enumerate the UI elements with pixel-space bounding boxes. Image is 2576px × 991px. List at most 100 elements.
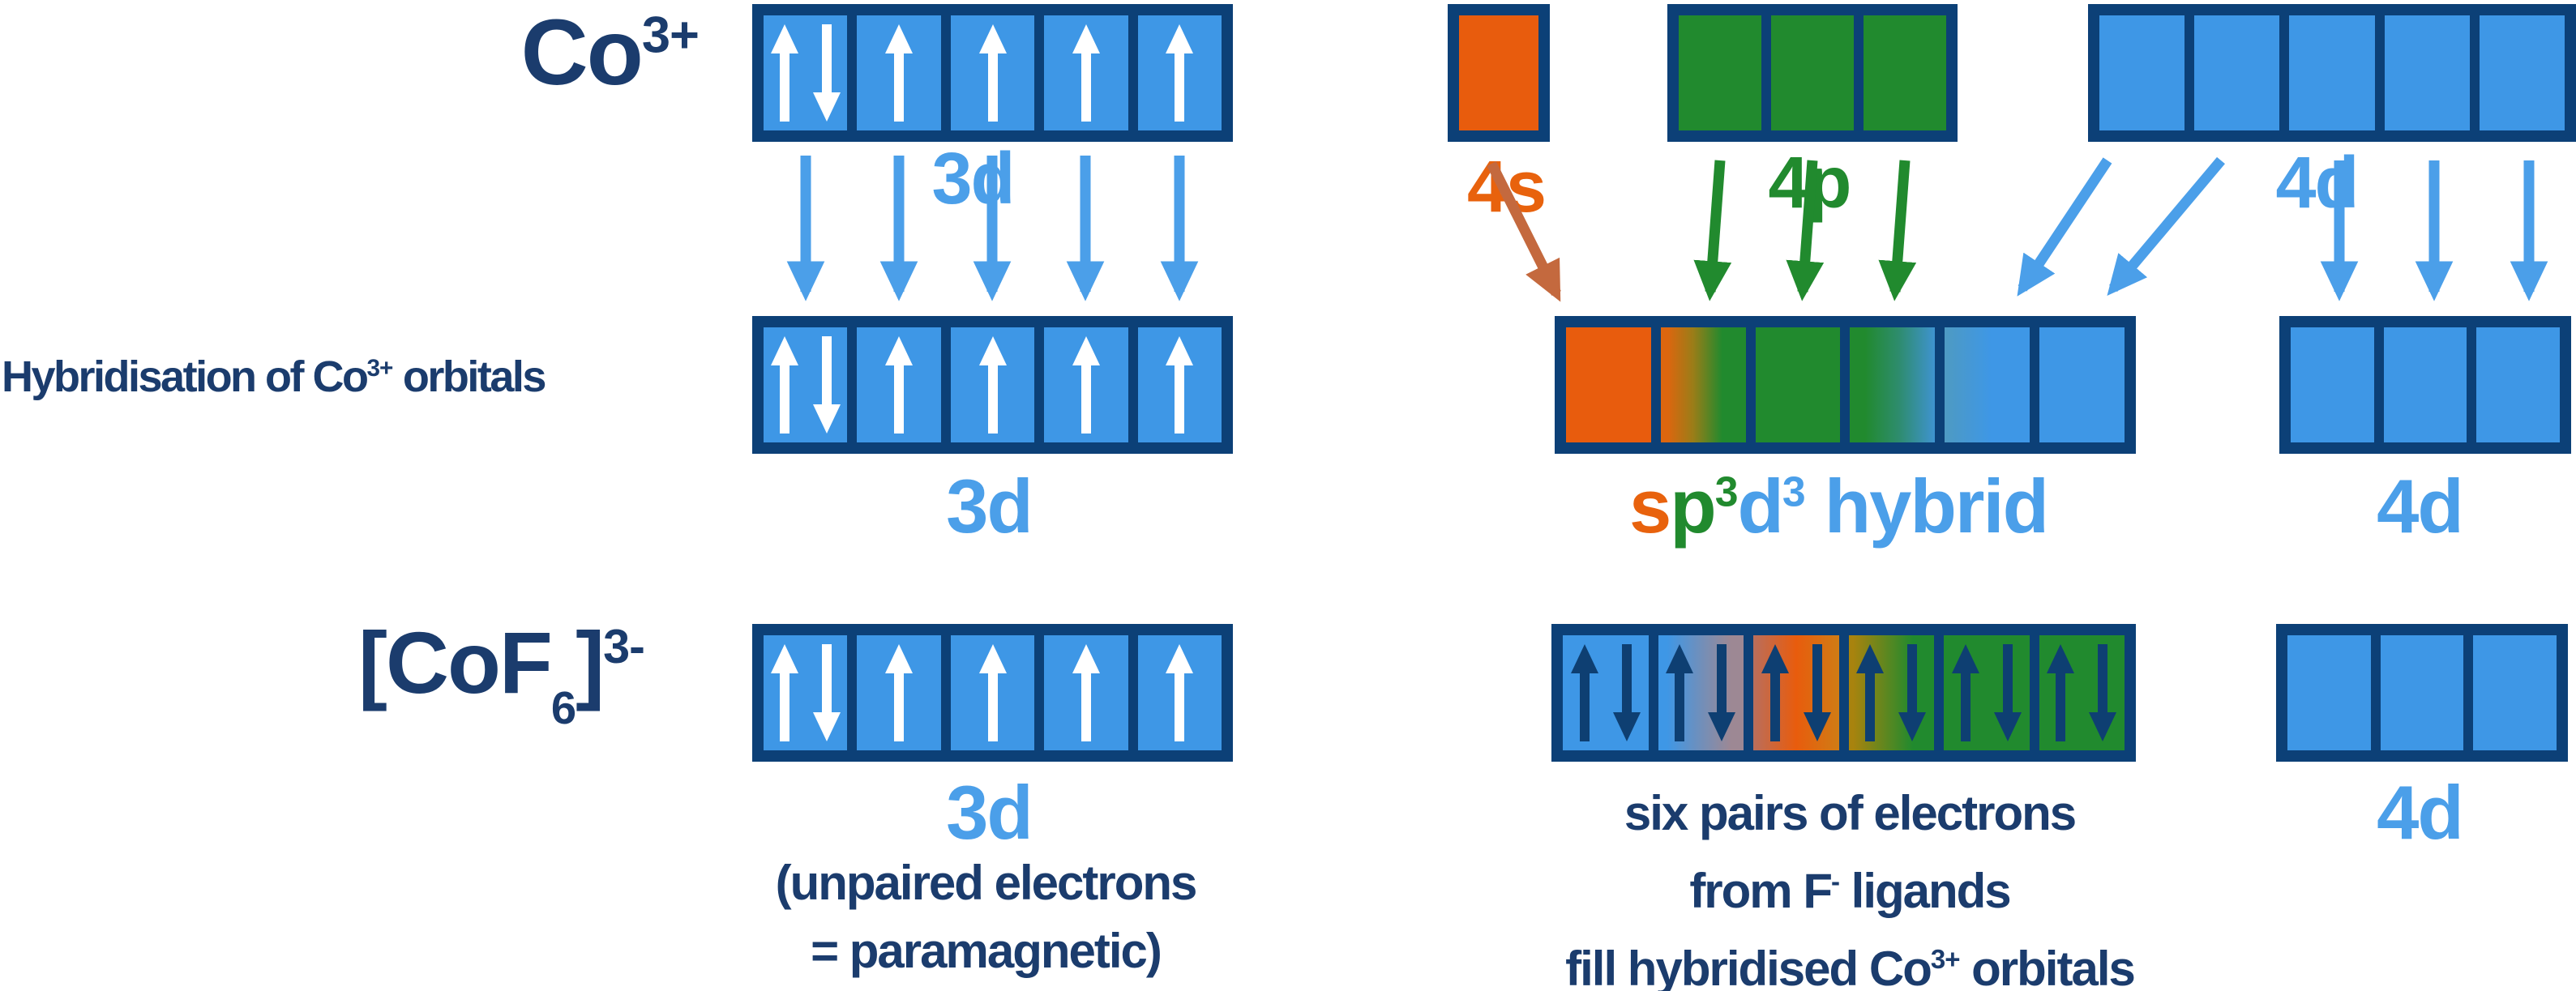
orbital-cell — [857, 327, 941, 442]
orbital-label-3d-middle: 3d — [946, 463, 1033, 549]
ligand-note-line1: six pairs of electrons — [1624, 786, 2077, 840]
orbital-cell — [950, 15, 1035, 130]
orbital-cell — [950, 327, 1035, 442]
electron-up-arrow — [1166, 336, 1194, 434]
orbital-group-hybridised-4d — [2279, 316, 2571, 454]
orbital-cell — [764, 635, 848, 750]
complex-ion-label: [CoF6]3- — [358, 613, 645, 734]
electron-up-arrow — [1166, 24, 1194, 122]
orbital-cell — [2039, 327, 2125, 442]
ligand-note-line2: from F- ligands — [1689, 864, 2011, 918]
ligand-electrons-note: six pairs of electrons from F- ligands f… — [1565, 780, 2136, 991]
electron-down-arrow — [812, 336, 841, 434]
electron-up-arrow — [1856, 644, 1885, 741]
orbital-group-hybridised-3d — [752, 316, 1233, 454]
orbital-cell — [1137, 327, 1222, 442]
orbital-cell — [1660, 327, 1746, 442]
electron-down-arrow — [1708, 644, 1736, 741]
co-ion-label: Co3+ — [520, 1, 700, 105]
orbital-group-cof6-sp3d3-filled — [1551, 624, 2136, 762]
orbital-label-4s: 4s — [1466, 147, 1547, 228]
orbital-cell — [2287, 635, 2371, 750]
orbital-label-3d-bottom: 3d — [946, 770, 1033, 855]
orbital-cell — [1044, 635, 1128, 750]
orbital-cell — [1044, 327, 1128, 442]
orbital-cell — [1658, 635, 1744, 750]
orbital-group-co-4p — [1667, 4, 1958, 142]
electron-down-arrow — [1612, 644, 1641, 741]
electron-up-arrow — [885, 644, 914, 741]
electron-up-arrow — [1951, 644, 1979, 741]
electron-up-arrow — [978, 644, 1007, 741]
orbital-cell — [2479, 15, 2565, 130]
orbital-label-4d-bottom: 4d — [2377, 770, 2464, 855]
orbital-cell — [1044, 15, 1128, 130]
electron-up-arrow — [770, 24, 798, 122]
arrow-transfer-4d-hybrid-2 — [2107, 156, 2225, 296]
orbital-cell — [2291, 327, 2374, 442]
orbital-cell — [2383, 327, 2467, 442]
orbital-cell — [1944, 635, 2030, 750]
orbital-cell — [1459, 15, 1538, 130]
orbital-cell — [857, 15, 941, 130]
electron-down-arrow — [1803, 644, 1831, 741]
orbital-cell — [2099, 15, 2185, 130]
orbital-cell — [1137, 15, 1222, 130]
electron-up-arrow — [978, 336, 1007, 434]
arrow-transfer-4d-hybrid-1 — [2017, 157, 2112, 297]
electron-up-arrow — [1666, 644, 1694, 741]
orbital-group-cof6-3d — [752, 624, 1233, 762]
orbital-cell — [1848, 635, 1934, 750]
electron-up-arrow — [885, 24, 914, 122]
electron-up-arrow — [1761, 644, 1789, 741]
orbital-cell — [1945, 327, 2030, 442]
electron-up-arrow — [770, 336, 798, 434]
orbital-cell — [2380, 635, 2464, 750]
orbital-cell — [857, 635, 941, 750]
electron-up-arrow — [2047, 644, 2075, 741]
orbital-label-4p: 4p — [1768, 143, 1851, 224]
orbital-cell — [1850, 327, 1936, 442]
orbital-label-4d-middle: 4d — [2377, 463, 2464, 549]
electron-up-arrow — [1570, 644, 1598, 741]
orbital-cell — [1566, 327, 1651, 442]
orbital-cell — [950, 635, 1035, 750]
orbital-cell — [2384, 15, 2470, 130]
arrow-transfer-4p-3 — [1878, 160, 1917, 301]
orbital-cell — [764, 15, 848, 130]
orbital-group-co-3d — [752, 4, 1233, 142]
paramagnetic-note: (unpaired electrons = paramagnetic) — [775, 849, 1198, 985]
orbital-cell — [764, 327, 848, 442]
orbital-cell — [1753, 635, 1839, 750]
orbital-cell — [2476, 327, 2561, 442]
electron-down-arrow — [1898, 644, 1927, 741]
orbital-cell — [1864, 15, 1946, 130]
orbital-cell — [1755, 327, 1841, 442]
orbital-group-cof6-4d — [2276, 624, 2568, 762]
ligand-note-line3: fill hybridised Co3+ orbitals — [1565, 942, 2136, 991]
hybridisation-caption: Hybridisation of Co3+ orbitals — [2, 352, 546, 401]
orbital-cell — [2289, 15, 2375, 130]
electron-up-arrow — [770, 644, 798, 741]
electron-up-arrow — [1072, 24, 1100, 122]
orbital-cell — [2194, 15, 2280, 130]
orbital-group-co-4s — [1448, 4, 1550, 142]
orbital-group-sp3d3-hybrid — [1555, 316, 2136, 454]
orbital-cell — [1771, 15, 1854, 130]
orbital-group-co-4d — [2088, 4, 2576, 142]
orbital-label-3d-top: 3d — [931, 139, 1015, 220]
orbital-cell — [1137, 635, 1222, 750]
orbital-cell — [1563, 635, 1649, 750]
electron-up-arrow — [978, 24, 1007, 122]
arrow-transfer-4p-1 — [1693, 160, 1732, 301]
paramagnetic-note-line2: = paramagnetic) — [811, 924, 1162, 978]
electron-down-arrow — [812, 24, 841, 122]
electron-up-arrow — [885, 336, 914, 434]
orbital-label-4d-top: 4d — [2275, 143, 2359, 224]
electron-down-arrow — [2089, 644, 2117, 741]
orbital-cell — [1679, 15, 1761, 130]
paramagnetic-note-line1: (unpaired electrons — [775, 856, 1198, 910]
orbital-cell — [2039, 635, 2125, 750]
